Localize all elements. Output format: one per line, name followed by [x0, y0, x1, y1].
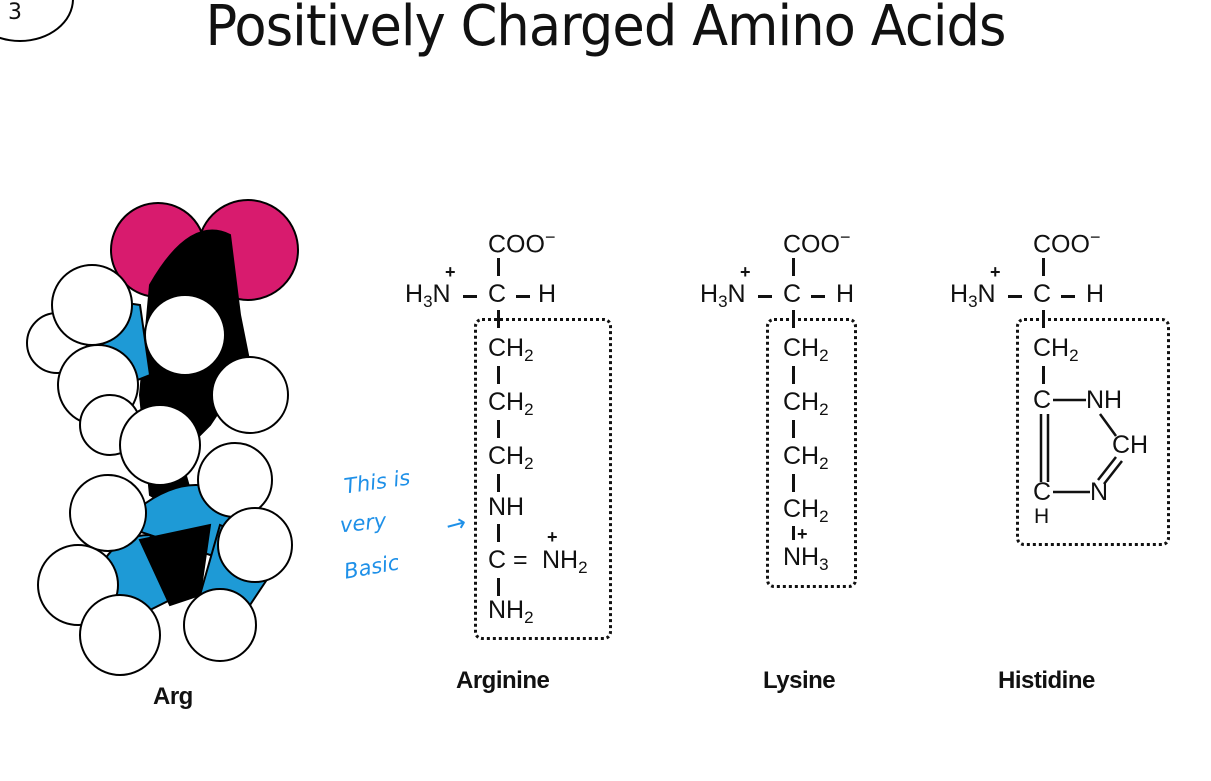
his-ring-c1: C	[1033, 386, 1052, 414]
histidine-label: Histidine	[998, 667, 1095, 694]
his-ring-nh: NH	[1086, 386, 1123, 414]
arg-space-filling-model	[26, 195, 310, 676]
arg-nh2: NH2	[488, 596, 534, 627]
his-ch2: CH2	[1033, 334, 1079, 365]
lys-ch2-1: CH2	[783, 334, 829, 365]
lys-ch2-2: CH2	[783, 388, 829, 419]
amino-group: H3N	[950, 280, 996, 311]
carboxyl-group: COO−	[488, 227, 556, 259]
amino-group: H3N	[405, 280, 451, 311]
lys-ch2-3: CH2	[783, 442, 829, 473]
arg-nh: NH	[488, 493, 525, 521]
arginine-side-chain-box	[474, 318, 612, 640]
arg-caption: Arg	[153, 683, 193, 710]
alpha-carbon: C	[488, 280, 507, 308]
lysine-label: Lysine	[763, 667, 836, 694]
amino-group: H3N	[700, 280, 746, 311]
his-ring-ch: CH	[1112, 431, 1149, 459]
arg-molecule-illustration	[26, 199, 299, 676]
alpha-hydrogen: H	[538, 280, 557, 308]
alpha-carbon: C	[1033, 280, 1052, 308]
arg-double-bond: =	[513, 546, 528, 574]
alpha-hydrogen: H	[1086, 280, 1105, 308]
his-ring-h: H	[1034, 505, 1050, 528]
arg-nh2-plus: NH2	[542, 546, 588, 577]
arg-ch2-2: CH2	[488, 388, 534, 419]
arginine-label: Arginine	[456, 667, 550, 694]
arg-ch2-3: CH2	[488, 442, 534, 473]
alpha-carbon: C	[783, 280, 802, 308]
carboxyl-group: COO−	[1033, 227, 1101, 259]
histidine-side-chain-box	[1016, 318, 1170, 546]
alpha-hydrogen: H	[836, 280, 855, 308]
his-ring-c2: C	[1033, 478, 1052, 506]
slide-number: 3	[8, 0, 22, 25]
carboxyl-group: COO−	[783, 227, 851, 259]
lysine-side-chain-box	[766, 318, 857, 588]
his-ring-n: N	[1090, 478, 1109, 506]
page-title: Positively Charged Amino Acids	[205, 0, 1007, 59]
lys-ch2-4: CH2	[783, 495, 829, 526]
arg-ch2-1: CH2	[488, 334, 534, 365]
lys-nh3-plus: NH3	[783, 543, 829, 574]
arg-guanidino-c: C	[488, 546, 507, 574]
